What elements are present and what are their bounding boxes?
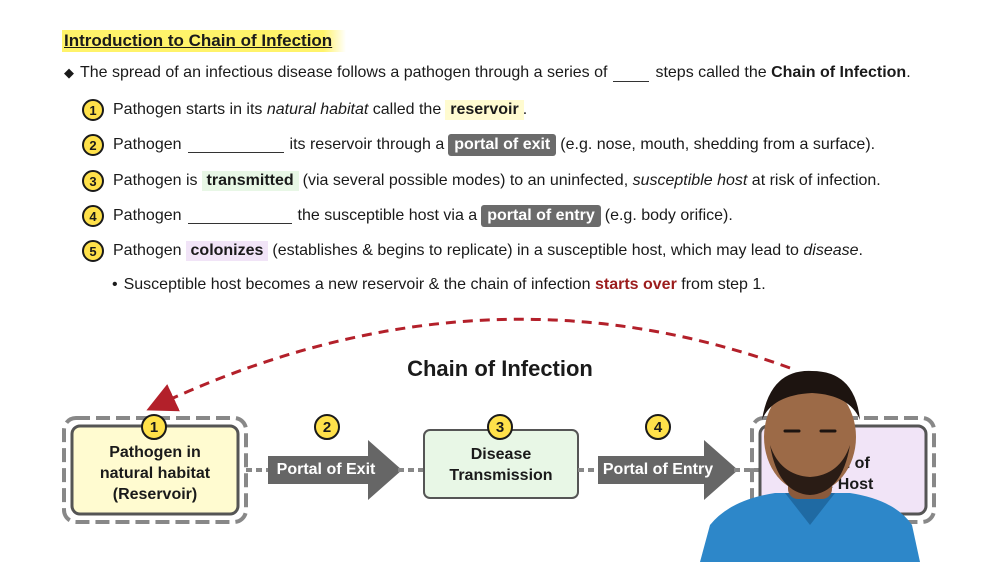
intro-end: . [906, 64, 911, 81]
step-number-badge: 5 [82, 240, 104, 262]
intro-blank [613, 67, 650, 82]
presenter-shirt [700, 493, 920, 562]
step-blank [187, 138, 284, 153]
diagram-title: Chain of Infection [407, 356, 593, 381]
step-1: 1 Pathogen starts in its natural habitat… [82, 99, 527, 121]
step-text: Pathogen [113, 207, 182, 224]
step-number-badge: 2 [82, 134, 104, 156]
step-number-badge: 3 [82, 170, 104, 192]
step-blank [187, 209, 292, 224]
presenter-face [764, 381, 856, 493]
diagram-badge-4: 4 [645, 414, 671, 440]
highlight-colonizes: colonizes [185, 241, 269, 261]
step-text: (via several possible modes) to an uninf… [302, 172, 629, 189]
presenter-hair [762, 370, 860, 420]
presenter-video-overlay [700, 370, 920, 562]
arrow-portal-of-exit-shape [246, 440, 424, 500]
sub-red-text: starts over [594, 276, 677, 293]
sub-text: Susceptible host becomes a new reservoir… [123, 276, 591, 293]
highlight-portal-of-entry: portal of entry [481, 205, 601, 227]
step-text: the susceptible host via a [297, 207, 478, 224]
step-2: 2 Pathogen its reservoir through a portal… [82, 134, 875, 156]
presenter-collar [785, 493, 835, 525]
diagram-badge-3: 3 [487, 414, 513, 440]
step-text: (establishes & begins to replicate) in a… [272, 242, 799, 259]
step-text: called the [372, 101, 442, 118]
diagram-badge-1: 1 [141, 414, 167, 440]
sub-text: from step 1. [681, 276, 766, 293]
step-text: its reservoir through a [289, 136, 445, 153]
box-3-line-1: Disease [470, 446, 532, 463]
box-3-label: Disease Transmission [426, 444, 576, 486]
step-number-badge: 1 [82, 99, 104, 121]
step-5: 5 Pathogen colonizes(establishes & begin… [82, 240, 863, 262]
arrow-portal-of-entry-shape [578, 440, 760, 500]
arrow-4-label: Portal of Entry [602, 461, 714, 478]
step-number-badge: 4 [82, 205, 104, 227]
intro-bullet: ◆ The spread of an infectious disease fol… [64, 64, 911, 82]
highlight-portal-of-exit: portal of exit [448, 134, 557, 156]
step-4: 4 Pathogen the susceptible host via a por… [82, 205, 733, 227]
box-1-line-1: Pathogen in [109, 444, 201, 461]
page-title: Introduction to Chain of Infection [62, 30, 347, 52]
step-text: Pathogen [113, 242, 182, 259]
step-text: (e.g. nose, mouth, shedding from a surfa… [560, 136, 876, 153]
intro-bold: Chain of Infection [771, 64, 907, 81]
step-3: 3 Pathogen is transmitted(via several po… [82, 170, 881, 192]
step-italic: natural habitat [266, 101, 369, 118]
step-text: . [858, 242, 863, 259]
step-italic: disease [803, 242, 859, 259]
highlight-transmitted: transmitted [201, 171, 299, 191]
box-1-label: Pathogen in natural habitat (Reservoir) [80, 442, 230, 505]
box-1-line-3: (Reservoir) [112, 486, 198, 503]
presenter-beard [770, 445, 850, 495]
dot-bullet-icon: • [112, 276, 118, 293]
step-text: at risk of infection. [751, 172, 881, 189]
step-italic: susceptible host [632, 172, 748, 189]
step-text: (e.g. body orifice). [604, 207, 733, 224]
step-text: Pathogen starts in its [113, 101, 263, 118]
step-text: Pathogen [113, 136, 182, 153]
box-1-line-2: natural habitat [99, 465, 211, 482]
step-text: . [522, 101, 528, 118]
step-text: Pathogen is [113, 172, 198, 189]
intro-text-middle: steps called the [655, 64, 767, 81]
sub-bullet: • Susceptible host becomes a new reservoi… [112, 276, 766, 294]
arrow-2-label: Portal of Exit [276, 461, 376, 478]
return-arrow-curve [146, 317, 791, 412]
diagram-badge-2: 2 [314, 414, 340, 440]
highlight-reservoir: reservoir [445, 100, 524, 120]
intro-text-before: The spread of an infectious disease foll… [80, 64, 608, 81]
box-3-line-2: Transmission [449, 467, 553, 484]
diamond-bullet-icon: ◆ [64, 65, 74, 80]
